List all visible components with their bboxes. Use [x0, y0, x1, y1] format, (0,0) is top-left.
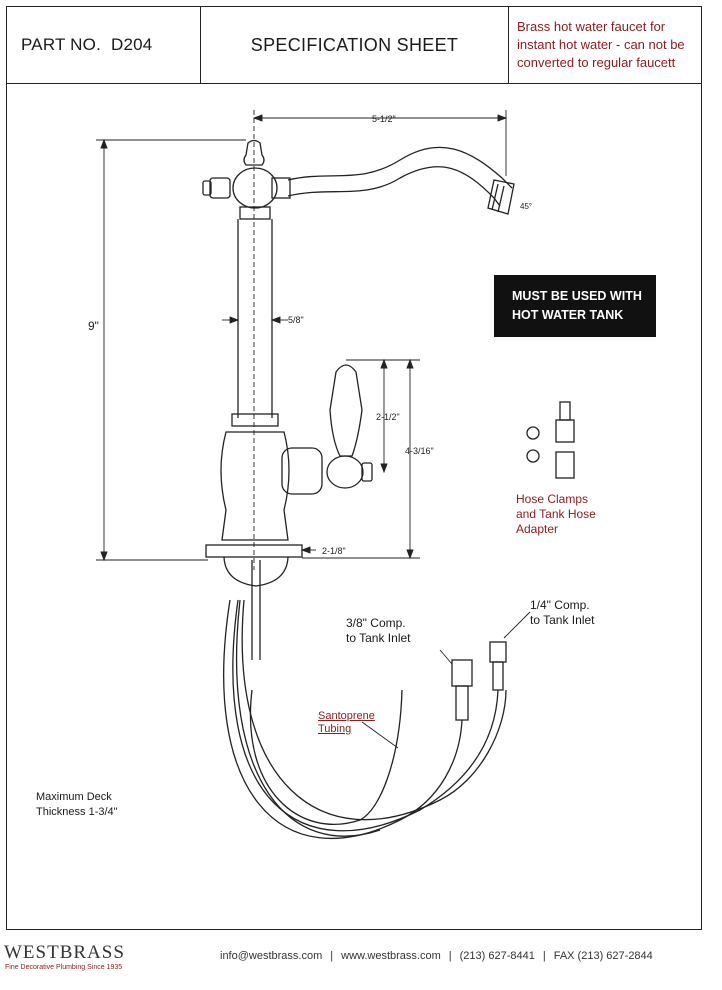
hose-clamp-2 [526, 449, 540, 463]
inlet-14-label: 1/4" Comp. to Tank Inlet [530, 598, 595, 627]
lower-collar [239, 206, 271, 220]
dim-base: 2-1/8" [322, 546, 346, 556]
stem-collar [231, 413, 279, 427]
email-link[interactable]: info@westbrass.com [220, 950, 323, 962]
tank-adapter [555, 419, 575, 443]
fitting-14 [489, 641, 507, 663]
product-note: Brass hot water faucet for instant hot w… [517, 19, 685, 70]
handle-mount [281, 447, 323, 495]
spec-sheet-frame: PART NO. D204 SPECIFICATION SHEET Brass … [6, 6, 702, 930]
sheet-title: SPECIFICATION SHEET [201, 7, 509, 83]
supply-line-38 [223, 599, 463, 839]
valve-body [232, 167, 278, 209]
dim-spout-reach: 5-1/2" [372, 114, 396, 124]
santoprene-label: Santoprene Tubing [318, 710, 375, 735]
header: PART NO. D204 SPECIFICATION SHEET Brass … [7, 7, 701, 84]
hot-water-tank-warning: MUST BE USED WITH HOT WATER TANK [494, 275, 656, 337]
dim-handle-height: 2-1/2" [376, 412, 400, 422]
dim-angle: 45° [520, 202, 532, 211]
deck-thickness-note: Maximum Deck Thickness 1-3/4" [36, 791, 118, 818]
dim-height: 9" [88, 319, 99, 333]
logo-tagline: Fine Decorative Plumbing Since 1935 [5, 964, 123, 971]
part-label: PART NO. [21, 35, 102, 54]
warning-line-1: MUST BE USED WITH [512, 289, 642, 303]
handle-hub [326, 455, 364, 489]
warning-line-2: HOT WATER TANK [512, 308, 624, 322]
footer: WESTBRASS Fine Decorative Plumbing Since… [0, 938, 722, 988]
contact-info: info@westbrass.com|www.westbrass.com|(21… [220, 950, 653, 962]
right-collar [271, 177, 291, 199]
hose-clamps-label: Hose Clamps and Tank Hose Adapter [516, 492, 596, 536]
faucet-body [220, 431, 290, 541]
web-link[interactable]: www.westbrass.com [341, 950, 441, 962]
phone-number: (213) 627-8441 [459, 950, 535, 962]
dim-stem: 5/8" [288, 315, 304, 325]
aerator [487, 179, 515, 215]
supply-line-14 [232, 599, 499, 832]
fax-number: FAX (213) 627-2844 [553, 950, 653, 962]
left-cap [209, 177, 231, 199]
hub-cap [361, 462, 373, 482]
fitting-38 [451, 659, 473, 687]
spout [287, 146, 513, 207]
left-tip [202, 180, 212, 196]
westbrass-logo: WESTBRASS [4, 942, 125, 963]
top-finial [243, 139, 265, 166]
dim-handle-total: 4-3/16" [405, 446, 434, 456]
part-number: D204 [111, 35, 153, 54]
santoprene-tube [249, 689, 403, 825]
mount-shank [223, 556, 289, 587]
lever-handle [329, 364, 363, 457]
inlet-38-label: 3/8" Comp. to Tank Inlet [346, 616, 411, 645]
hose-clamp-1 [526, 426, 540, 440]
part-number-cell: PART NO. D204 [7, 7, 201, 83]
